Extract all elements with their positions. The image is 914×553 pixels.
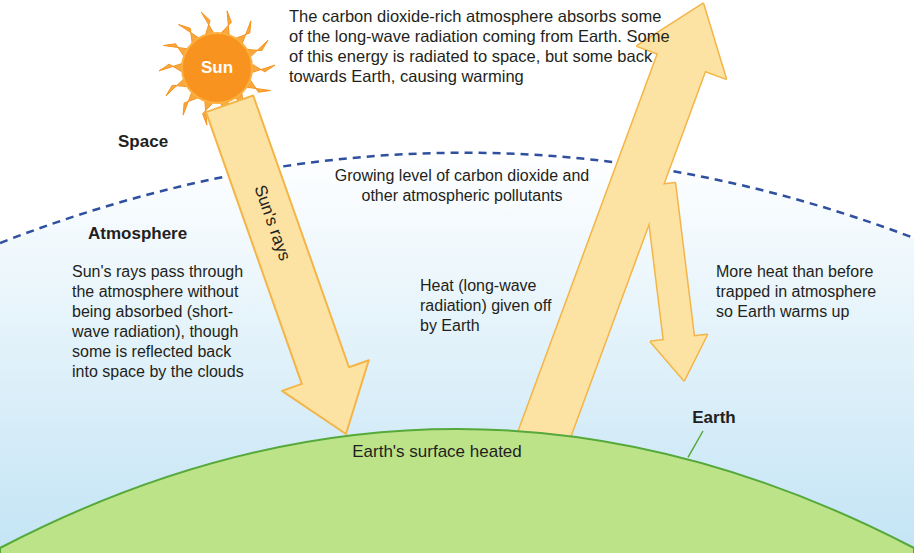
heat-arrow-outline (645, 183, 707, 380)
sun-ray (159, 63, 184, 74)
sun-ray (250, 63, 275, 74)
longwave-note: Heat (long-wave radiation) given off by … (420, 276, 568, 336)
heat-arrow (517, 4, 726, 455)
earth-ground: Earth's surface heatedEarth (0, 420, 914, 553)
sun-circle: Sun (181, 32, 253, 104)
sun-label: Sun (201, 58, 233, 78)
heat-arrow-outline (517, 4, 726, 455)
atmosphere-boundary (0, 153, 914, 243)
heat-arrow-body (645, 183, 707, 380)
boundary-label: Growing level of carbon dioxide and othe… (316, 166, 608, 206)
earth-surface (0, 429, 914, 553)
shortwave-note: Sun's rays pass through the atmosphere w… (72, 262, 244, 382)
earth-label: Earth (692, 408, 735, 428)
explanation-note: The carbon dioxide-rich atmosphere absor… (289, 6, 677, 86)
warming-note: More heat than before trapped in atmosph… (716, 262, 896, 322)
region-label: Atmosphere (88, 224, 187, 244)
sun-disc (182, 33, 252, 103)
earth-leader-line (688, 431, 703, 457)
heat-arrow-body (517, 4, 726, 455)
region-label: Space (118, 132, 168, 152)
earth-shape (0, 420, 914, 553)
earth-surface-label: Earth's surface heated (352, 442, 522, 462)
